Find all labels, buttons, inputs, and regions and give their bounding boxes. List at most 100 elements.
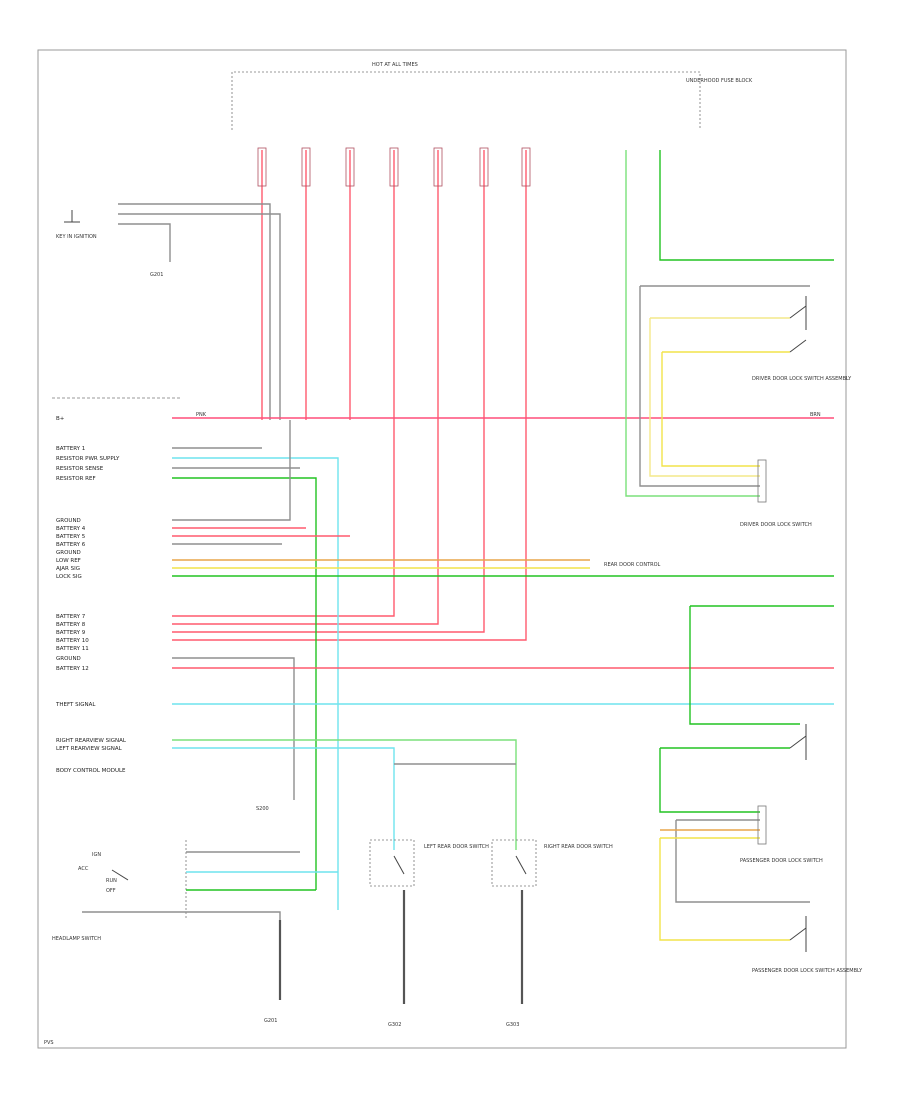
rearview-wires — [172, 739, 517, 850]
drv-switch-symbol — [789, 296, 807, 353]
conn-6 — [479, 147, 489, 187]
left-rear-switch-arm — [393, 855, 405, 875]
label-module-name: BODY CONTROL MODULE — [56, 768, 126, 774]
ground-label-3: G303 — [506, 1022, 519, 1028]
right-top-wires: DRIVER DOOR LOCK SWITCH ASSEMBLY DRIVER … — [625, 150, 852, 528]
right-rear-switch-arm — [515, 855, 527, 875]
left-rearview-wire — [172, 747, 395, 850]
ign-label-2: RUN — [106, 878, 117, 884]
right-switches — [789, 296, 807, 952]
key-switch-symbol — [64, 210, 80, 223]
drv-yellow-2-down — [661, 352, 760, 467]
ign-wire-ground — [82, 911, 281, 1000]
group1-wires — [172, 447, 339, 910]
key-wire-2 — [118, 213, 281, 420]
key-wire-1 — [118, 203, 271, 420]
drv-lock-gray-down — [639, 286, 760, 487]
drv-lock-connector — [757, 459, 767, 503]
conn-4 — [389, 147, 399, 187]
b-plus-wire-label-right: BRN — [810, 412, 821, 418]
label-left-rearview: LEFT REARVIEW SIGNAL — [56, 746, 123, 752]
rear-switch-symbol — [789, 724, 807, 760]
pass-lock-green — [659, 747, 790, 813]
conn-7 — [521, 147, 531, 187]
footer-label: PVS — [44, 1040, 54, 1046]
drv-yellow-1-down — [649, 318, 760, 477]
group3-wires — [172, 657, 834, 790]
rear-ctrl-green — [689, 605, 834, 725]
drv-lock-wire-1 — [625, 150, 760, 497]
ground-stems: G201 G302 G303 — [264, 890, 524, 1028]
left-rear-switch-box — [369, 839, 415, 887]
conn-1 — [257, 147, 267, 187]
label-batt1: BATTERY 1 — [56, 446, 85, 452]
pass-door-lock-label: PASSENGER DOOR LOCK SWITCH ASSEMBLY — [752, 968, 863, 974]
ign-label-1: ACC — [78, 866, 89, 872]
ground-wire-a — [172, 420, 291, 521]
rear-ctrl-label: REAR DOOR CONTROL — [604, 562, 661, 568]
feed-wire-7 — [172, 150, 527, 641]
pass-switch-symbol — [789, 916, 807, 952]
pass-lock-connector — [757, 805, 767, 845]
feed-wire-5 — [172, 150, 439, 625]
label-g2-0: GROUND — [56, 518, 81, 524]
headlamp-switch-label: HEADLAMP SWITCH — [52, 936, 101, 942]
label-g3-6: BATTERY 12 — [56, 666, 89, 672]
ground-label-g201: G201 — [150, 272, 163, 278]
top-connectors — [257, 147, 531, 187]
feed-wire-4 — [172, 150, 395, 617]
label-g3-1: BATTERY 8 — [56, 622, 86, 628]
right-mid-wires — [689, 605, 834, 725]
fuse-block-label: UNDERHOOD FUSE BLOCK — [686, 78, 753, 84]
left-rear-switch-label: LEFT REAR DOOR SWITCH — [424, 844, 489, 850]
label-g2-2: BATTERY 5 — [56, 534, 86, 540]
label-g3-2: BATTERY 9 — [56, 630, 86, 636]
key-switch: KEY IN IGNITION G201 — [56, 203, 281, 420]
resistor-pwr-wire — [172, 457, 339, 910]
resistor-ref-wire — [172, 477, 317, 890]
rear-door-switches: LEFT REAR DOOR SWITCH RIGHT REAR DOOR SW… — [369, 763, 613, 887]
label-b-plus: B+ — [56, 416, 65, 422]
bus-label: HOT AT ALL TIMES — [372, 62, 418, 68]
ign-switch-arm — [111, 869, 129, 881]
red-feed-wires — [172, 150, 527, 641]
conn-5 — [433, 147, 443, 187]
ground-label-2: G302 — [388, 1022, 401, 1028]
label-g2-4: GROUND — [56, 550, 81, 556]
pass-lock-gray — [675, 819, 810, 903]
drv-door-lock-label: DRIVER DOOR LOCK SWITCH ASSEMBLY — [752, 376, 852, 382]
label-g2-6: AJAR SIG — [56, 566, 80, 572]
feed-wire-6 — [172, 150, 485, 633]
splice-label: S200 — [256, 806, 269, 812]
label-res-pwr: RESISTOR PWR SUPPLY — [56, 456, 120, 462]
label-res-sense: RESISTOR SENSE — [56, 466, 104, 472]
conn-2 — [301, 147, 311, 187]
label-g2-5: LOW REF — [56, 558, 81, 564]
diagram-frame — [37, 49, 847, 1049]
label-right-rearview: RIGHT REARVIEW SIGNAL — [56, 738, 127, 744]
right-bottom-wires: PASSENGER DOOR LOCK SWITCH PASSENGER DOO… — [659, 747, 863, 974]
label-theft: THEFT SIGNAL — [55, 702, 96, 708]
ign-label-0: IGN — [92, 852, 101, 858]
pass-lock-switch-label: PASSENGER DOOR LOCK SWITCH — [740, 858, 823, 864]
drv-lock-switch-label: DRIVER DOOR LOCK SWITCH — [740, 522, 812, 528]
right-rearview-wire — [172, 739, 517, 850]
label-g3-4: BATTERY 11 — [56, 646, 89, 652]
label-res-ref: RESISTOR REF — [56, 476, 96, 482]
ground-wire-c — [172, 657, 295, 790]
ignition-switch: IGN ACC RUN OFF HEADLAMP SWITCH — [52, 840, 338, 1000]
key-wire-3 — [118, 223, 171, 262]
right-rear-switch-label: RIGHT REAR DOOR SWITCH — [544, 844, 613, 850]
label-g2-1: BATTERY 4 — [56, 526, 86, 532]
ign-label-3: OFF — [106, 888, 116, 894]
key-switch-label: KEY IN IGNITION — [56, 234, 97, 240]
group2-wires: REAR DOOR CONTROL — [172, 420, 834, 577]
conn-3 — [345, 147, 355, 187]
label-g3-3: BATTERY 10 — [56, 638, 89, 644]
label-g2-7: LOCK SIG — [56, 574, 82, 580]
label-g3-0: BATTERY 7 — [56, 614, 86, 620]
pass-lock-yellow — [659, 837, 790, 941]
right-rear-switch-box — [491, 839, 537, 887]
fuse-block-outline — [231, 71, 701, 130]
